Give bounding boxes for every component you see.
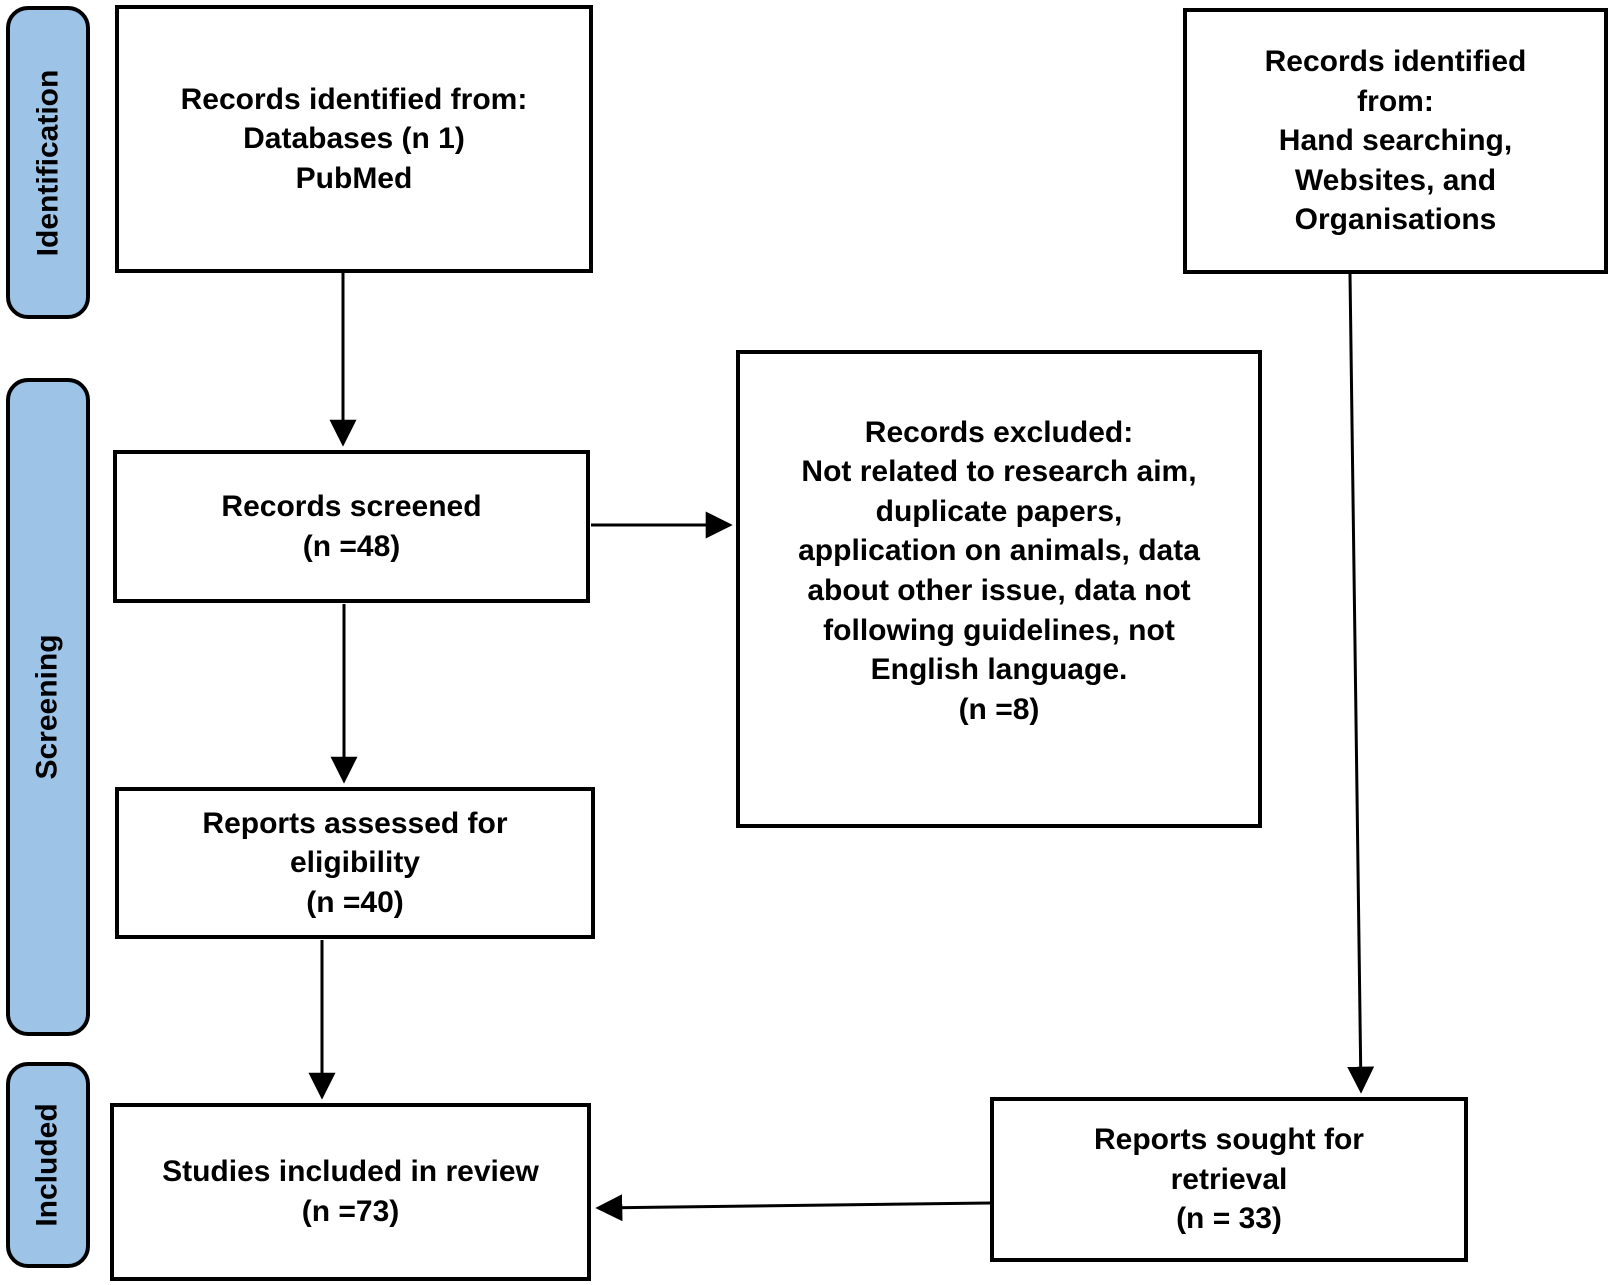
arrow-sought-to-included bbox=[595, 1194, 991, 1222]
arrow-other-identified-to-sought bbox=[1347, 273, 1375, 1094]
stage-screening: Screening bbox=[6, 378, 90, 1036]
stage-included: Included bbox=[6, 1062, 90, 1268]
box-reports-sought: Reports sought for retrieval (n = 33) bbox=[990, 1097, 1468, 1262]
stage-identification-label: Identification bbox=[31, 69, 65, 256]
box-records-identified-databases: Records identified from: Databases (n 1)… bbox=[115, 5, 593, 273]
stage-screening-label: Screening bbox=[31, 634, 64, 780]
box-records-identified-other-methods: Records identified from: Hand searching,… bbox=[1183, 8, 1608, 274]
box-records-excluded: Records excluded: Not related to researc… bbox=[736, 350, 1262, 828]
stage-included-label: Included bbox=[31, 1103, 64, 1227]
box-records-screened: Records screened (n =48) bbox=[113, 450, 590, 603]
stage-identification: Identification bbox=[6, 6, 90, 319]
box-studies-included: Studies included in review (n =73) bbox=[110, 1103, 591, 1281]
box-reports-assessed: Reports assessed for eligibility (n =40) bbox=[115, 787, 595, 939]
